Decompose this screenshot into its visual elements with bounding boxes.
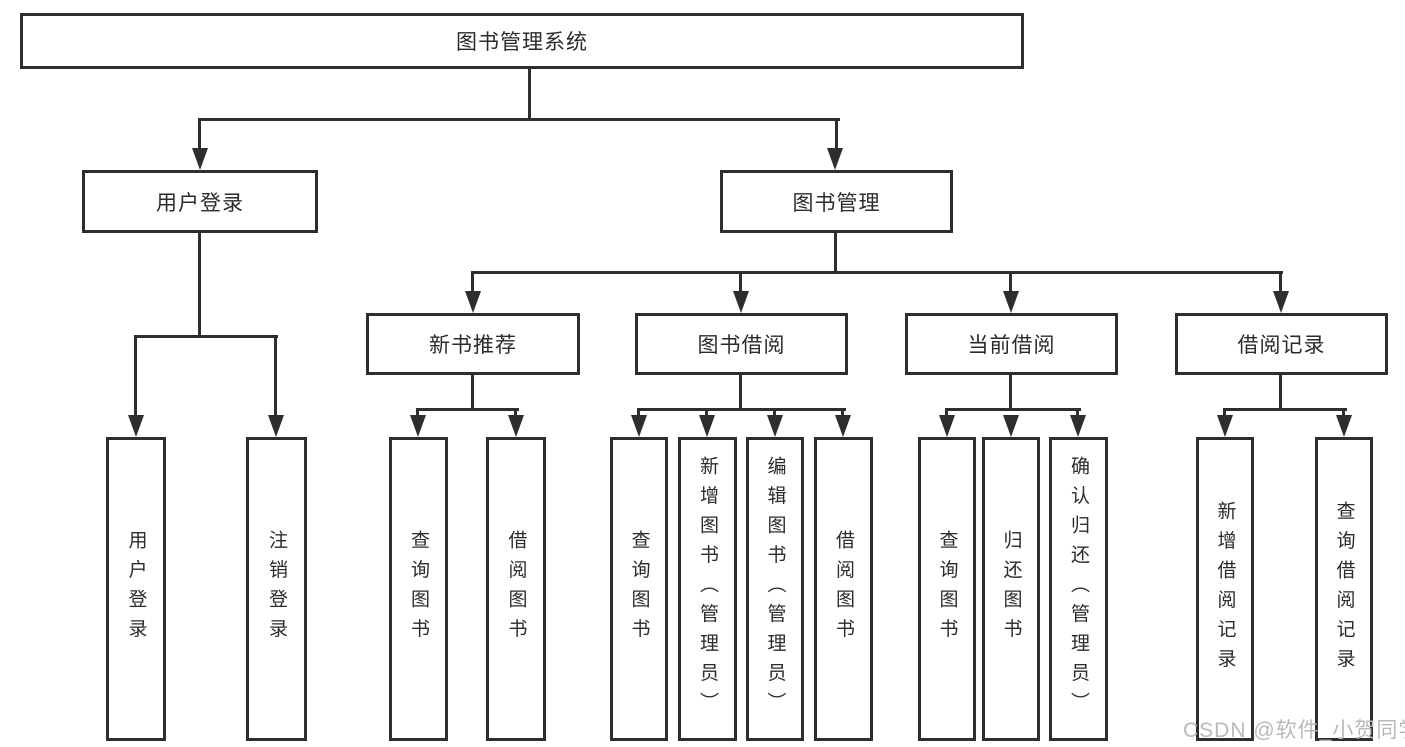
connector-line xyxy=(416,408,419,417)
node-library-system-label: 图书管理系统 xyxy=(456,31,588,54)
connector-line xyxy=(471,375,474,408)
leaf-records-add-record-label: 新增借阅记录 xyxy=(1214,500,1236,678)
leaf-borrowing-query-books-label: 查询图书 xyxy=(628,530,650,648)
leaf-borrowing-add-books-admin-label: 新增图书（管理员） xyxy=(697,456,718,722)
arrow-down-icon xyxy=(835,415,851,437)
leaf-current-query-books: 查询图书 xyxy=(918,437,976,741)
connector-line xyxy=(945,408,1081,411)
node-book-borrowing: 图书借阅 xyxy=(635,313,848,375)
csdn-watermark: CSDN @软件_小贺同学 xyxy=(1183,719,1405,742)
connector-line xyxy=(1223,408,1347,411)
leaf-borrowing-query-books: 查询图书 xyxy=(610,437,668,741)
node-new-book-recommend-label: 新书推荐 xyxy=(429,334,517,357)
connector-line xyxy=(134,335,137,415)
arrow-down-icon xyxy=(631,415,647,437)
node-book-management-label: 图书管理 xyxy=(792,191,881,215)
leaf-newbook-borrow-books-label: 借阅图书 xyxy=(505,530,527,648)
leaf-borrowing-edit-books-admin: 编辑图书（管理员） xyxy=(746,437,804,741)
connector-line xyxy=(471,271,474,292)
leaf-newbook-borrow-books: 借阅图书 xyxy=(486,437,546,741)
connector-line xyxy=(198,233,201,335)
connector-line xyxy=(416,408,519,411)
connector-line xyxy=(739,375,742,408)
node-borrowing-records-label: 借阅记录 xyxy=(1237,334,1326,357)
leaf-logout: 注销登录 xyxy=(246,437,307,741)
leaf-borrowing-edit-books-admin-label: 编辑图书（管理员） xyxy=(764,456,786,722)
node-library-system: 图书管理系统 xyxy=(20,13,1024,69)
arrow-down-icon xyxy=(508,415,524,437)
leaf-records-add-record: 新增借阅记录 xyxy=(1196,437,1254,741)
node-borrowing-records: 借阅记录 xyxy=(1175,313,1388,375)
arrow-down-icon xyxy=(192,148,208,170)
arrow-down-icon xyxy=(767,415,783,437)
connector-line xyxy=(637,408,846,411)
node-new-book-recommend: 新书推荐 xyxy=(366,313,580,375)
leaf-records-query-record: 查询借阅记录 xyxy=(1315,437,1373,741)
connector-line xyxy=(198,118,201,150)
connector-line xyxy=(1009,271,1012,292)
node-book-management: 图书管理 xyxy=(720,170,953,233)
leaf-borrowing-add-books-admin: 新增图书（管理员） xyxy=(678,437,737,741)
leaf-current-confirm-return-admin: 确认归还（管理员） xyxy=(1049,437,1108,741)
arrow-down-icon xyxy=(1217,415,1233,437)
node-user-login: 用户登录 xyxy=(82,170,318,233)
connector-line xyxy=(841,408,844,417)
leaf-borrowing-borrow-books: 借阅图书 xyxy=(814,437,873,741)
leaf-current-query-books-label: 查询图书 xyxy=(936,530,958,648)
leaf-logout-label: 注销登录 xyxy=(266,530,287,648)
node-user-login-label: 用户登录 xyxy=(156,191,244,215)
leaf-current-return-books: 归还图书 xyxy=(982,437,1040,741)
connector-line xyxy=(514,408,517,417)
arrow-down-icon xyxy=(827,148,843,170)
node-book-borrowing-label: 图书借阅 xyxy=(697,334,786,357)
arrow-down-icon xyxy=(1003,291,1019,313)
leaf-user-login-label: 用户登录 xyxy=(125,530,147,648)
connector-line xyxy=(471,271,1283,274)
arrow-down-icon xyxy=(128,415,144,437)
node-current-borrowing: 当前借阅 xyxy=(905,313,1118,375)
leaf-newbook-query-books-label: 查询图书 xyxy=(408,530,429,648)
arrow-down-icon xyxy=(410,415,426,437)
arrow-down-icon xyxy=(1273,291,1289,313)
arrow-down-icon xyxy=(1336,415,1352,437)
leaf-user-login: 用户登录 xyxy=(106,437,166,741)
connector-line xyxy=(134,335,278,338)
arrow-down-icon xyxy=(465,291,481,313)
arrow-down-icon xyxy=(1070,415,1086,437)
connector-line xyxy=(945,408,948,417)
arrow-down-icon xyxy=(939,415,955,437)
leaf-borrowing-borrow-books-label: 借阅图书 xyxy=(833,530,854,648)
connector-line xyxy=(1342,408,1345,417)
connector-line xyxy=(1223,408,1226,417)
connector-line xyxy=(834,233,837,271)
connector-line xyxy=(773,408,776,417)
connector-line xyxy=(1009,375,1012,408)
leaf-current-confirm-return-admin-label: 确认归还（管理员） xyxy=(1068,456,1089,722)
arrow-down-icon xyxy=(733,291,749,313)
connector-line xyxy=(739,271,742,292)
connector-line xyxy=(528,69,531,118)
arrow-down-icon xyxy=(699,415,715,437)
node-current-borrowing-label: 当前借阅 xyxy=(967,334,1056,357)
leaf-records-query-record-label: 查询借阅记录 xyxy=(1333,500,1355,678)
connector-line xyxy=(198,118,840,121)
connector-line xyxy=(1279,271,1282,292)
connector-line xyxy=(705,408,708,417)
arrow-down-icon xyxy=(268,415,284,437)
connector-line xyxy=(1279,375,1282,408)
leaf-current-return-books-label: 归还图书 xyxy=(1000,530,1022,648)
connector-line xyxy=(1076,408,1079,417)
arrow-down-icon xyxy=(1003,415,1019,437)
connector-line xyxy=(274,335,277,415)
leaf-newbook-query-books: 查询图书 xyxy=(389,437,448,741)
connector-line xyxy=(835,118,838,150)
connector-line xyxy=(637,408,640,417)
